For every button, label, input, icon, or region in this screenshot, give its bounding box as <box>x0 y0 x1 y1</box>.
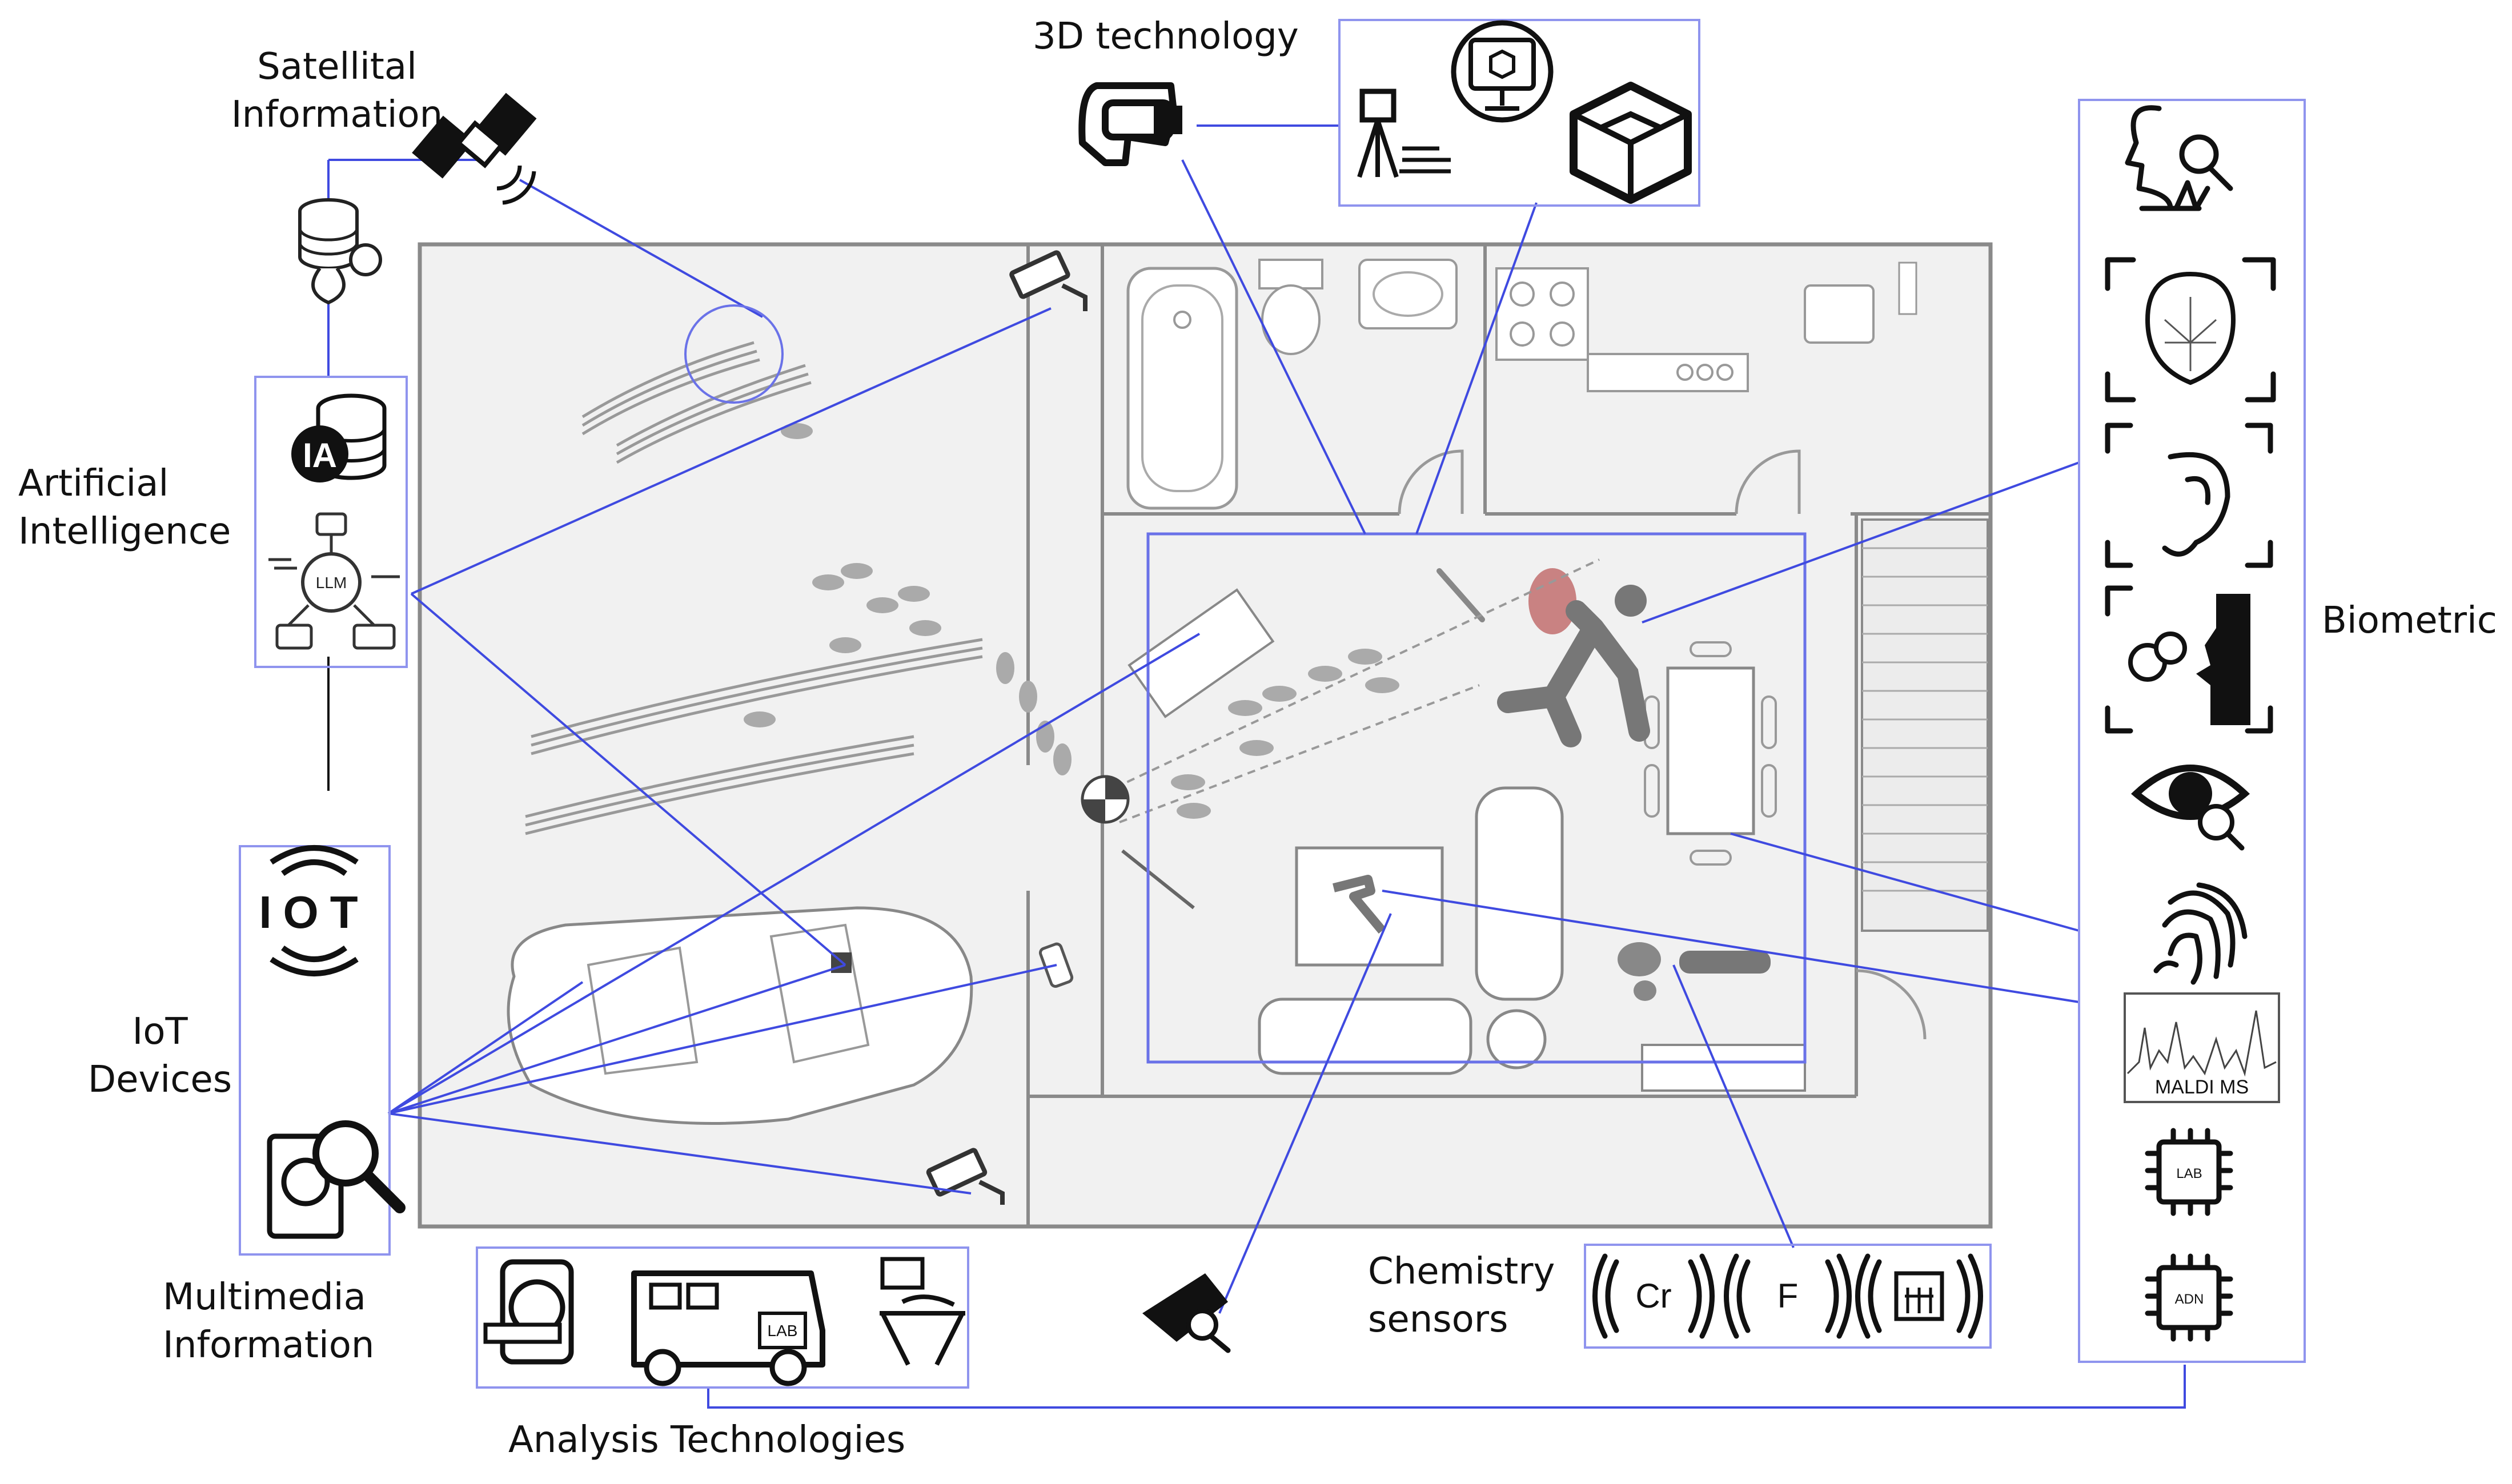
iot-icon: IOT <box>259 845 369 976</box>
database-brain-icon <box>298 198 382 305</box>
voice-recognition-icon <box>2125 105 2233 211</box>
evidence-marker <box>1081 775 1195 910</box>
car <box>507 906 973 1125</box>
footprints <box>744 423 1399 819</box>
label-3d-technology: 3D technology <box>1033 15 1299 58</box>
kitchen-fixtures <box>1495 262 1917 392</box>
chemistry-sensor-icons: Cr F <box>1592 1253 1983 1339</box>
lab-chip-icon: LAB <box>2145 1128 2233 1216</box>
lab-van-icon: LAB <box>631 1270 825 1386</box>
3d-cube-icon <box>1570 82 1692 204</box>
dna-chip-icon: ADN <box>2145 1253 2233 1342</box>
staircase <box>1861 518 1989 932</box>
llm-network-icon: LLM <box>268 512 400 650</box>
floor-plan <box>418 242 1993 1229</box>
svg-text:IA: IA <box>303 436 337 474</box>
vr-headset-icon <box>1078 82 1182 166</box>
bathroom-fixtures <box>1126 259 1458 510</box>
svg-text:LAB: LAB <box>2176 1166 2202 1181</box>
svg-text:ADN: ADN <box>2175 1292 2204 1307</box>
face-recognition-icon <box>2105 257 2276 403</box>
living-room-furniture <box>1127 588 1806 1092</box>
breath-analysis-icon <box>2105 585 2273 734</box>
svg-text:MALDI MS: MALDI MS <box>2155 1076 2249 1098</box>
svg-text:F: F <box>1777 1277 1799 1315</box>
ear-recognition-icon <box>2105 423 2273 568</box>
gun <box>1333 875 1386 934</box>
satellite-icon <box>412 93 537 205</box>
knife <box>1436 568 1485 622</box>
victim-figure <box>1497 568 1650 747</box>
security-camera-icon <box>1009 250 1088 311</box>
label-analysis-technologies: Analysis Technologies <box>508 1419 906 1461</box>
scanner-tripod-icon <box>1357 89 1451 178</box>
mri-scanner-icon <box>483 1259 574 1365</box>
security-camera-icon <box>926 1148 1005 1205</box>
svg-text:LLM: LLM <box>316 574 347 592</box>
monitor-cube-icon <box>1451 20 1554 123</box>
bottle-and-stains <box>1618 942 1771 1001</box>
forensic-light-icon <box>1142 1273 1231 1353</box>
iris-recognition-icon <box>2130 765 2250 851</box>
hard-drive-search-icon <box>267 1120 406 1239</box>
fingerprint-icon <box>2153 882 2248 985</box>
svg-text:Cr: Cr <box>1635 1277 1671 1315</box>
svg-text:IOT: IOT <box>259 887 369 938</box>
label-biometric: Biometric <box>2322 600 2497 642</box>
ia-database-icon: IA <box>291 393 387 482</box>
autopsy-table-icon <box>880 1257 965 1366</box>
svg-text:LAB: LAB <box>768 1322 798 1340</box>
maldi-ms-chart-icon: MALDI MS <box>2124 992 2280 1103</box>
connector-lines <box>327 124 2186 1409</box>
